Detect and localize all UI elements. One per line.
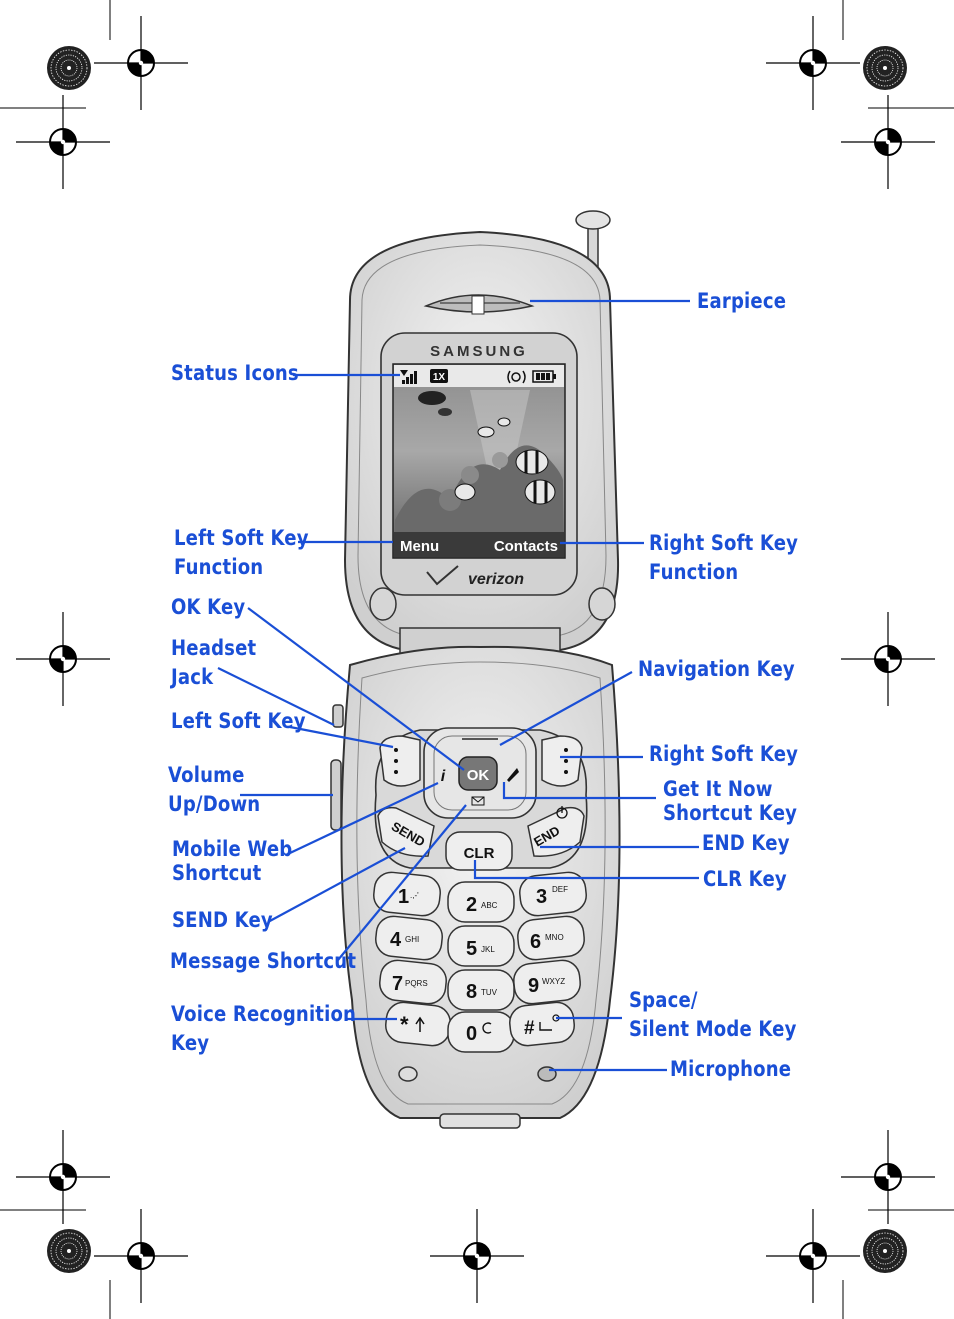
key-9: 9 WXYZ (513, 959, 581, 1005)
key-4: 4 GHI (375, 915, 443, 961)
ok-key-label: OK (467, 767, 490, 784)
callout-leaders (217, 299, 699, 1072)
key-4-letters: GHI (405, 935, 419, 944)
key-star: * (385, 1001, 451, 1047)
navigation-key-label: Navigation Key (638, 657, 795, 681)
wallpaper-image (395, 390, 563, 532)
key-6: 6 MNO (517, 915, 585, 961)
key-star-symbol: * (400, 1012, 409, 1037)
svg-text:verizon: verizon (468, 571, 524, 588)
space-icon (539, 1022, 552, 1031)
key-7-digit: 7 (392, 973, 403, 995)
key-3-letters: DEF (552, 885, 568, 894)
key-4-digit: 4 (390, 929, 402, 951)
key-7-letters: PQRS (405, 979, 428, 988)
end-key-label-callout: END Key (702, 831, 790, 855)
key-hash: # (509, 1001, 575, 1047)
keypad: 1 .,-' 2 ABC 3 DEF 4 GHI 5 JKL 6 MNO 7 P… (373, 871, 587, 1053)
left-soft-key (379, 735, 421, 787)
send-key-label-callout: SEND Key (172, 908, 273, 932)
key-3: 3 DEF (519, 871, 587, 917)
key-5-digit: 5 (466, 938, 477, 960)
key-8-letters: TUV (481, 988, 498, 997)
key-0: 0 (447, 1011, 515, 1053)
key-0-digit: 0 (466, 1023, 477, 1045)
key-1-digit: 1 (398, 886, 409, 908)
key-9-letters: WXYZ (542, 977, 565, 986)
left-soft-key-label: Left Soft Key (171, 709, 306, 733)
key-1-letters: .,-' (410, 891, 419, 900)
key-6-letters: MNO (545, 933, 564, 942)
battery-icon (532, 370, 556, 383)
key-5: 5 JKL (447, 925, 515, 967)
key-3-digit: 3 (536, 886, 547, 908)
headset-jack (332, 704, 344, 728)
get-it-now-icon (507, 768, 519, 782)
key-9-digit: 9 (528, 975, 539, 997)
key-2-letters: ABC (481, 901, 498, 910)
power-icon (556, 806, 568, 819)
phone-flip: SAMSUNG 1X (343, 230, 620, 659)
ok-key-label-callout: OK Key (171, 595, 246, 619)
1x-badge-icon (430, 369, 448, 383)
ok-key (458, 756, 498, 791)
key-6-digit: 6 (530, 931, 541, 953)
key-2: 2 ABC (447, 881, 515, 923)
verizon-logo: verizon (426, 565, 524, 588)
refresh-icon (482, 1022, 492, 1034)
earpiece (423, 294, 535, 315)
signal-strength-icon (400, 370, 417, 384)
clr-key-label: CLR (464, 845, 495, 862)
right-soft-key (541, 735, 583, 787)
mobile-web-icon: i (441, 768, 446, 785)
key-2-digit: 2 (466, 894, 477, 916)
screen-right-softkey-label: Contacts (494, 538, 558, 555)
status-icons-label: Status Icons (171, 361, 299, 385)
key-1: 1 .,-' (373, 871, 441, 917)
screen-left-softkey-label: Menu (400, 538, 439, 555)
key-8: 8 TUV (447, 969, 515, 1011)
shift-arrow-icon (415, 1016, 425, 1032)
1x-badge-label: 1X (433, 372, 446, 383)
clr-key-label-callout: CLR Key (703, 867, 787, 891)
earpiece-label: Earpiece (697, 289, 787, 313)
key-8-digit: 8 (466, 981, 477, 1003)
microphone-label: Microphone (670, 1057, 792, 1081)
ringer-icon (507, 370, 526, 384)
right-soft-key-label: Right Soft Key (649, 742, 799, 766)
message-shortcut-label: Message Shortcut (170, 949, 357, 973)
brand-logo: SAMSUNG (430, 343, 528, 360)
key-7: 7 PQRS (379, 959, 447, 1005)
clr-key (445, 831, 513, 871)
key-5-letters: JKL (481, 945, 495, 954)
space-silent-label: Space/Silent Mode Key (629, 988, 797, 1041)
key-hash-symbol: # (524, 1018, 535, 1039)
navigation-cluster: OK i SEND END CLR (374, 727, 588, 871)
end-key (527, 806, 585, 857)
message-envelope-icon (471, 796, 485, 806)
